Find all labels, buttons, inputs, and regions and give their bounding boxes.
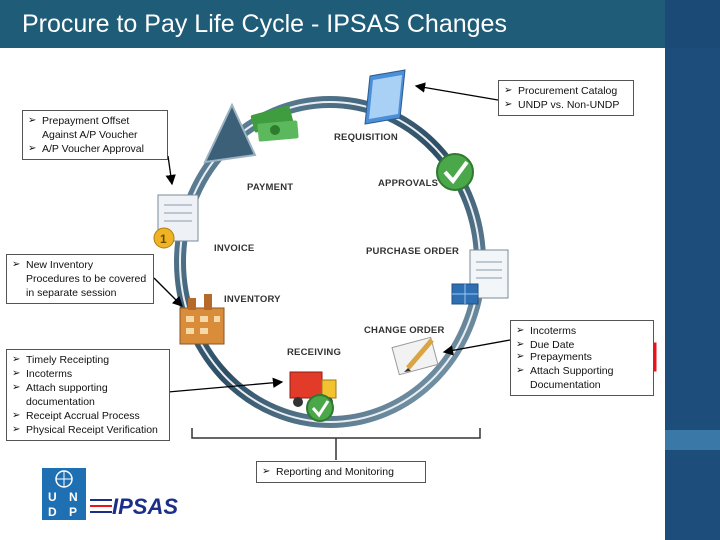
callout-item: Incoterms <box>12 367 164 381</box>
callout-item: New Inventory Procedures to be covered i… <box>12 258 148 300</box>
arrow-inventory <box>153 277 183 307</box>
callout-item: Procurement Catalog <box>504 84 628 98</box>
arrow-prepayment <box>165 155 176 186</box>
invoice-icon: 1 <box>153 194 199 249</box>
pencil-icon <box>391 336 439 376</box>
callout-item: Timely Receipting <box>12 353 164 367</box>
callout-item: Reporting and Monitoring <box>262 465 420 479</box>
stage-label-requisition: REQUISITION <box>334 132 398 143</box>
arrow-procurement <box>414 82 499 101</box>
document-icon <box>364 69 406 125</box>
callout-item: Incoterms <box>516 324 648 338</box>
undp-letter: U <box>48 490 57 504</box>
undp-letter: P <box>69 505 78 519</box>
callout-change-order: Incoterms Due Date Prepayments Attach Su… <box>510 320 654 396</box>
stage-label-purchase-order: PURCHASE ORDER <box>366 246 460 257</box>
warehouse-icon <box>179 294 225 345</box>
callout-inventory: New Inventory Procedures to be covered i… <box>6 254 154 304</box>
check-icon <box>306 394 334 422</box>
check-icon <box>436 153 474 191</box>
stage-label-payment: PAYMENT <box>247 182 294 193</box>
callout-item: Receipt Accrual Process <box>12 409 164 423</box>
callout-procurement: Procurement Catalog UNDP vs. Non-UNDP <box>498 80 634 116</box>
sidebar-block <box>665 450 720 540</box>
callout-receiving: Timely Receipting Incoterms Attach suppo… <box>6 349 170 441</box>
callout-item: Prepayments <box>516 350 648 364</box>
stage-label-change-order: CHANGE ORDER <box>364 325 445 336</box>
callout-item: Prepayment Offset Against A/P Voucher <box>28 114 162 142</box>
ipsas-logo: IPSAS <box>112 494 179 519</box>
callout-prepayment: Prepayment Offset Against A/P Voucher A/… <box>22 110 168 160</box>
arrow-change-order <box>442 339 511 356</box>
svg-text:1: 1 <box>160 232 167 246</box>
callout-reporting: Reporting and Monitoring <box>256 461 426 483</box>
sidebar-block <box>665 430 720 450</box>
stage-label-approvals: APPROVALS <box>378 178 439 189</box>
undp-letter: N <box>69 490 78 504</box>
callout-item: Physical Receipt Verification <box>12 423 164 437</box>
reporting-bracket <box>191 428 481 439</box>
stage-label-inventory: INVENTORY <box>224 294 281 305</box>
purchase-order-icon <box>451 249 509 305</box>
arrow-receiving <box>167 377 284 393</box>
undp-letter: D <box>48 505 57 519</box>
sidebar-block <box>665 0 720 48</box>
page-title: Procure to Pay Life Cycle - IPSAS Change… <box>22 10 507 38</box>
callout-item: Attach Supporting Documentation <box>516 364 648 392</box>
callout-item: UNDP vs. Non-UNDP <box>504 98 628 112</box>
cycle-arrow-head <box>203 102 257 164</box>
title-bar: Procure to Pay Life Cycle - IPSAS Change… <box>0 0 665 48</box>
money-icon <box>250 105 299 142</box>
callout-item: A/P Voucher Approval <box>28 142 162 156</box>
stage-label-receiving: RECEIVING <box>287 347 342 358</box>
callout-item: Attach supporting documentation <box>12 381 164 409</box>
undp-logo: U N D P <box>42 468 86 520</box>
un-emblem-icon <box>55 470 73 488</box>
stage-label-invoice: INVOICE <box>214 243 255 254</box>
callout-item: Due Date <box>516 338 648 350</box>
